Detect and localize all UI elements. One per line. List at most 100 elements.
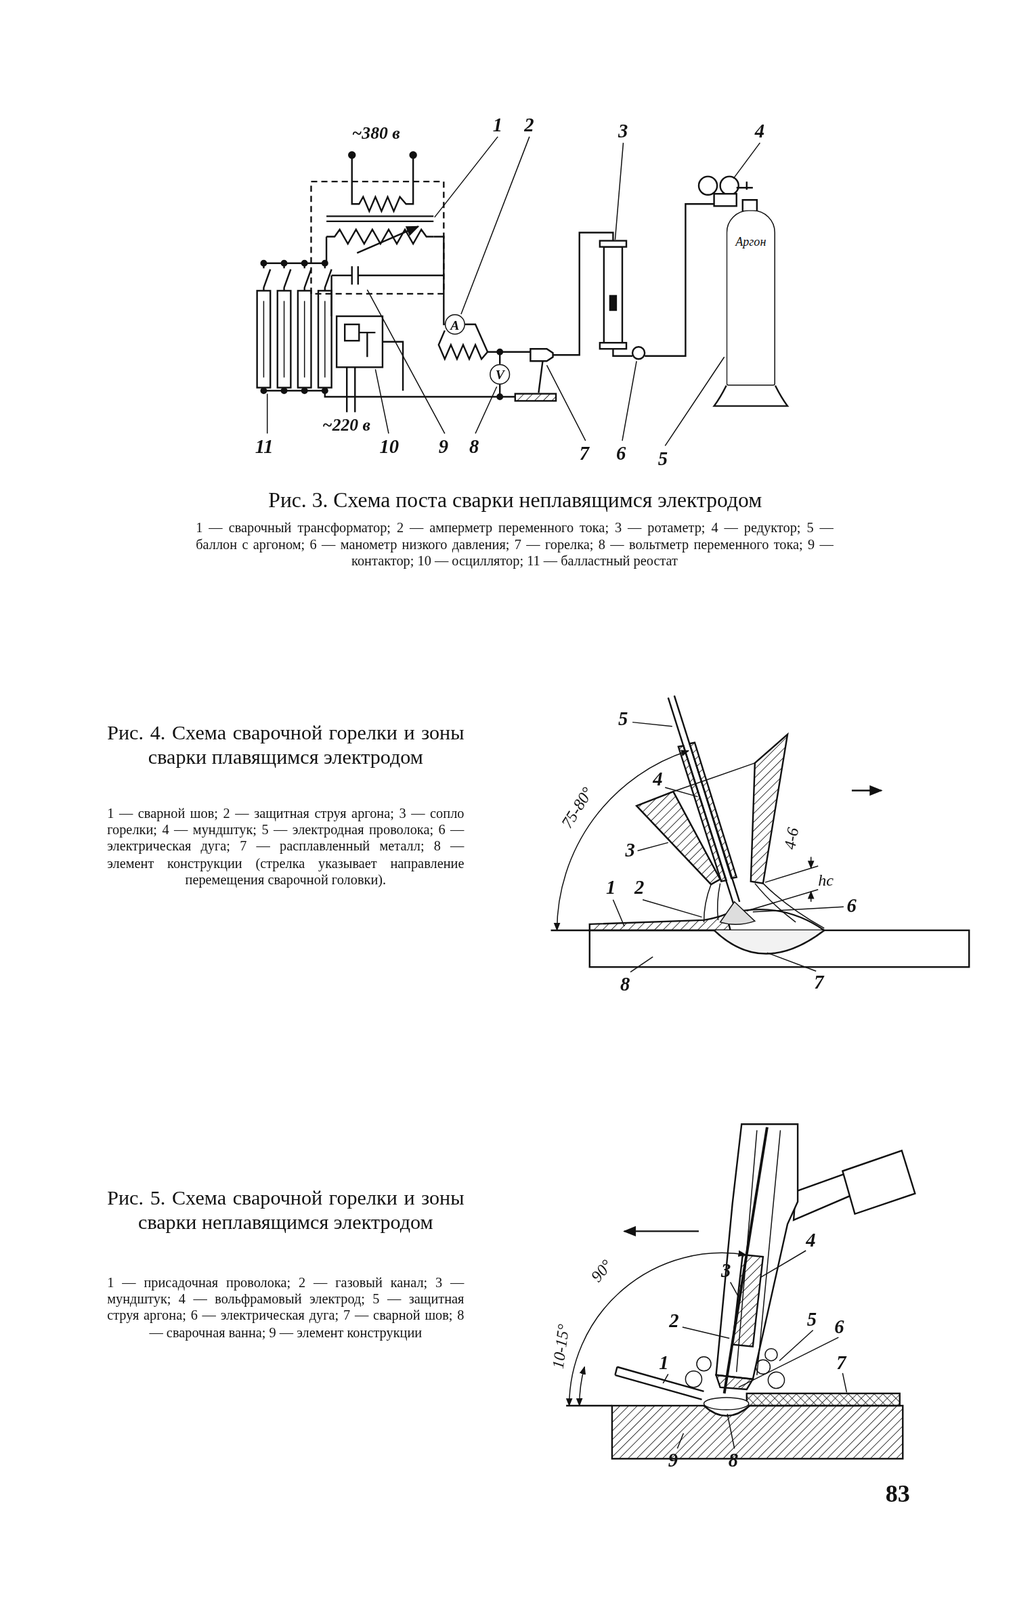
gas-stream [704,883,825,929]
wire [325,236,328,264]
wire [433,236,445,326]
ballast-rheostat [263,263,271,391]
callout-number: 2 [524,115,534,135]
wire [465,324,488,353]
gas-hose [644,203,714,356]
transformer-symbol [326,215,434,217]
reducer-symbol [720,176,739,196]
callout-number: 11 [255,436,274,457]
gap-dimension [746,856,818,911]
figure-caption: Рис. 4. Схема сварочной горелки и зоны с… [106,720,464,770]
torch-body [716,1124,916,1394]
leader-line [266,394,269,435]
oscillator-box [336,316,383,367]
torch-body [716,1124,799,1380]
ballast-rheostat [261,387,267,394]
gas-stream [717,883,721,921]
leader-line [779,1330,814,1362]
leader-line [630,956,653,973]
oscillator-box [344,324,359,341]
rotameter-symbol [599,241,627,350]
node-text: V [495,367,505,382]
callout-number: 7 [813,972,824,992]
voltage-label: ~380 в [352,124,401,143]
rotameter-symbol [599,241,627,248]
angle-dimension [569,1252,747,1406]
callout-number: 9 [438,436,449,457]
workpiece [612,1405,903,1459]
angle-dimension: 90° [587,1256,617,1286]
welding-station-scheme [257,136,788,446]
leader-line [664,356,724,446]
manometer-symbol [632,346,645,359]
cylinder-base [714,385,788,406]
workpiece [566,1405,613,1407]
ballast-rheostat [325,263,332,391]
leader-line [662,1250,847,1449]
ballast-rheostat [322,260,328,267]
callout-number: 1 [606,877,616,898]
leader-line [612,899,625,927]
mains-terminal [352,155,414,212]
wire [358,274,445,277]
gas-hose [612,348,633,357]
torch-body [716,1375,753,1390]
direction-arrow [624,1230,699,1232]
gas-cloud [685,1371,702,1388]
callout-number: 8 [728,1450,739,1471]
capacitor-symbol [351,266,353,285]
arc [720,901,755,925]
workpiece [714,930,825,955]
reducer-symbol [698,176,718,196]
angle-dimension [557,750,689,931]
leader-line [682,1327,730,1339]
leader-line [730,1282,741,1301]
gap-dimension [810,891,812,902]
nozzle [636,734,788,885]
ballast-rheostat [257,260,332,394]
callout-number: 5 [658,448,668,469]
gap-dimension [765,866,818,883]
oscillator-box [358,332,376,357]
transformer-symbol [356,226,418,253]
callout-number: 9 [668,1450,678,1471]
gas-cloud [767,1371,785,1389]
torch-symbol [530,348,553,361]
callout-number: 3 [721,1260,731,1281]
gap-dimension: 4-6 [781,825,802,852]
gap-dimension: hс [817,872,835,889]
callout-number: 4 [754,121,765,141]
voltage-label: ~220 в [322,416,371,435]
ballast-rheostat [263,300,325,378]
wire [382,341,403,391]
leader-line [738,1337,839,1388]
gap-dimension [746,889,818,912]
reducer-symbol [736,181,753,190]
node-text: A [450,317,460,332]
ballast-rheostat [261,260,267,267]
wire [497,394,503,400]
mig-torch-drawing [551,695,970,972]
callout-number: 6 [616,443,626,464]
workpiece [704,1397,749,1410]
leader-line [475,386,498,434]
wire [497,349,503,355]
leader-line [767,952,816,971]
leader-line [752,906,844,913]
rotameter-symbol [610,295,617,311]
workpiece [551,909,970,967]
leader-line [366,289,445,434]
callout-number: 8 [620,974,630,995]
leader-line [642,899,702,918]
electrode-wire [668,697,734,904]
capacitor-symbol [357,266,359,285]
callout-number: 5 [618,708,628,729]
wire [331,274,353,277]
leader-line [733,142,760,179]
leader-line [622,360,637,441]
direction-arrow [624,1230,699,1232]
ballast-rheostat [301,260,308,267]
leader-line [547,364,586,441]
gas-cylinder: Аргон [726,209,776,386]
